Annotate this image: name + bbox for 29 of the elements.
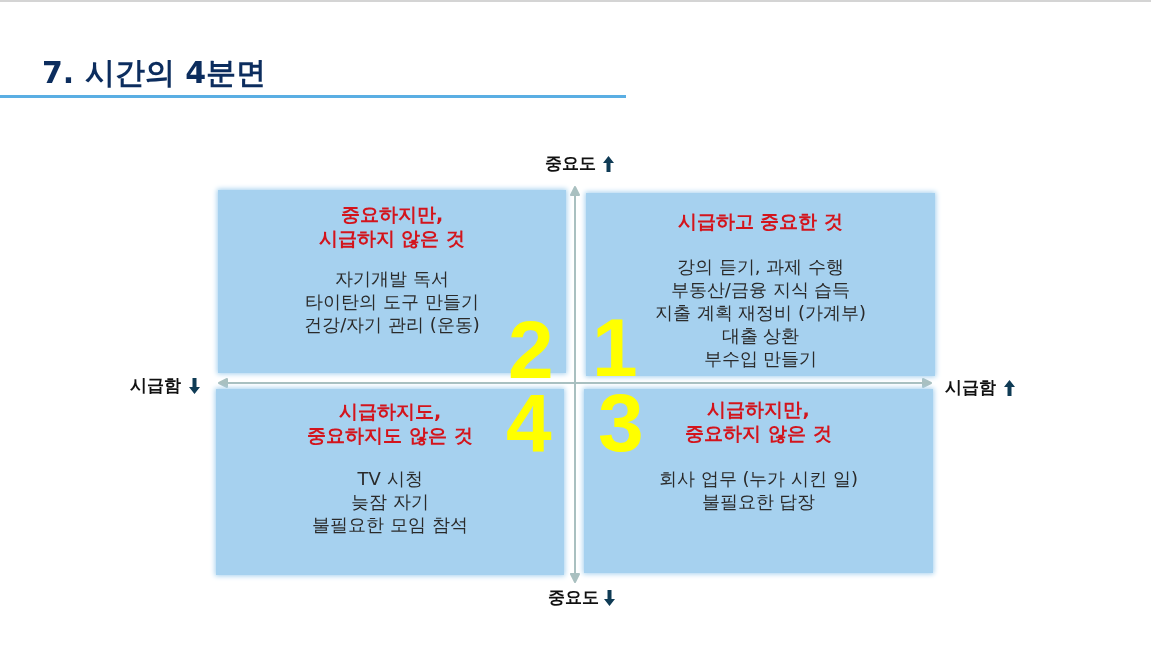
quadrant-box (584, 389, 933, 573)
quadrant-box (586, 193, 935, 376)
axis-label: 시급함 (130, 375, 181, 395)
list-item: 불필요한 모임 참석 (312, 513, 468, 536)
list-item: 부수입 만들기 (703, 347, 818, 370)
quadrant-heading: 시급하고 중요한 것 (677, 209, 844, 233)
list-item: 건강/자기 관리 (운동) (304, 313, 480, 336)
quadrant-box (216, 389, 564, 575)
quadrant-heading: 시급하지도, 중요하지도 않은 것 (306, 399, 474, 447)
axis-label: 시급함 (945, 377, 996, 397)
quadrant-number: 3 (598, 393, 644, 453)
list-item: 대출 상환 (721, 324, 800, 347)
quadrant-heading: 중요하지만, 시급하지 않은 것 (317, 202, 467, 250)
page-title: 7. 시간의 4분면 (42, 55, 267, 91)
list-item: 부동산/금융 지식 습득 (670, 278, 851, 301)
list-item: 회사 업무 (누가 시킨 일) (659, 467, 858, 490)
quadrant-number: 1 (592, 318, 638, 378)
quadrant-heading: 시급하지만, 중요하지 않은 것 (684, 397, 833, 445)
quadrant-number: 4 (506, 393, 552, 453)
list-item: 늦잠 자기 (351, 490, 429, 513)
list-item: 자기개발 독서 (335, 267, 449, 290)
list-item: TV 시청 (357, 467, 423, 490)
quadrant-number: 2 (508, 320, 554, 380)
axis-label: 중요도 (545, 153, 596, 173)
list-item: 지출 계획 재정비 (가계부) (654, 301, 867, 324)
list-item: 강의 듣기, 과제 수행 (677, 255, 844, 278)
axis-label: 중요도 (548, 587, 599, 607)
list-item: 불필요한 답장 (701, 490, 816, 513)
list-item: 타이탄의 도구 만들기 (305, 290, 479, 313)
